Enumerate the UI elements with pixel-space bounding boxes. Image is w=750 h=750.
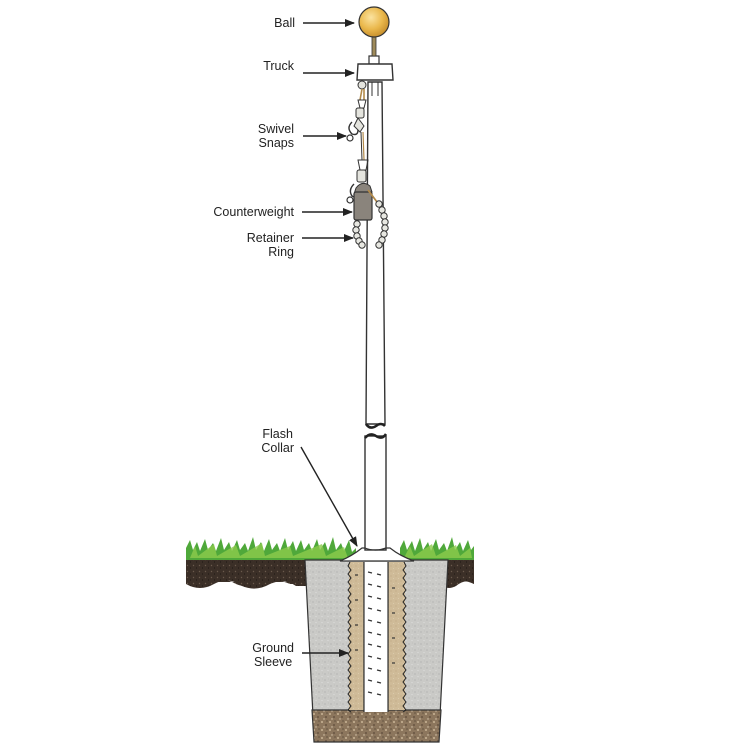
label-retainer-ring: Retainer Ring bbox=[246, 231, 294, 259]
label-counterweight: Counterweight bbox=[213, 205, 294, 219]
ground-sleeve bbox=[347, 561, 407, 713]
callout-arrows bbox=[300, 19, 358, 657]
label-swivel-snaps: Swivel Snaps bbox=[257, 122, 294, 150]
flash-collar-arrow bbox=[300, 446, 358, 547]
label-truck: Truck bbox=[263, 59, 294, 73]
pole-lower bbox=[364, 433, 388, 551]
halyard bbox=[346, 80, 369, 204]
truck bbox=[356, 55, 394, 81]
retainer-ring bbox=[352, 189, 389, 249]
label-ball: Ball bbox=[274, 16, 295, 30]
counterweight bbox=[353, 182, 373, 221]
finial-ball bbox=[358, 6, 390, 57]
pole-upper bbox=[364, 81, 386, 429]
label-flash-collar: Flash Collar bbox=[261, 427, 294, 455]
label-ground-sleeve: Ground Sleeve bbox=[252, 641, 294, 669]
flash-collar bbox=[339, 547, 415, 562]
